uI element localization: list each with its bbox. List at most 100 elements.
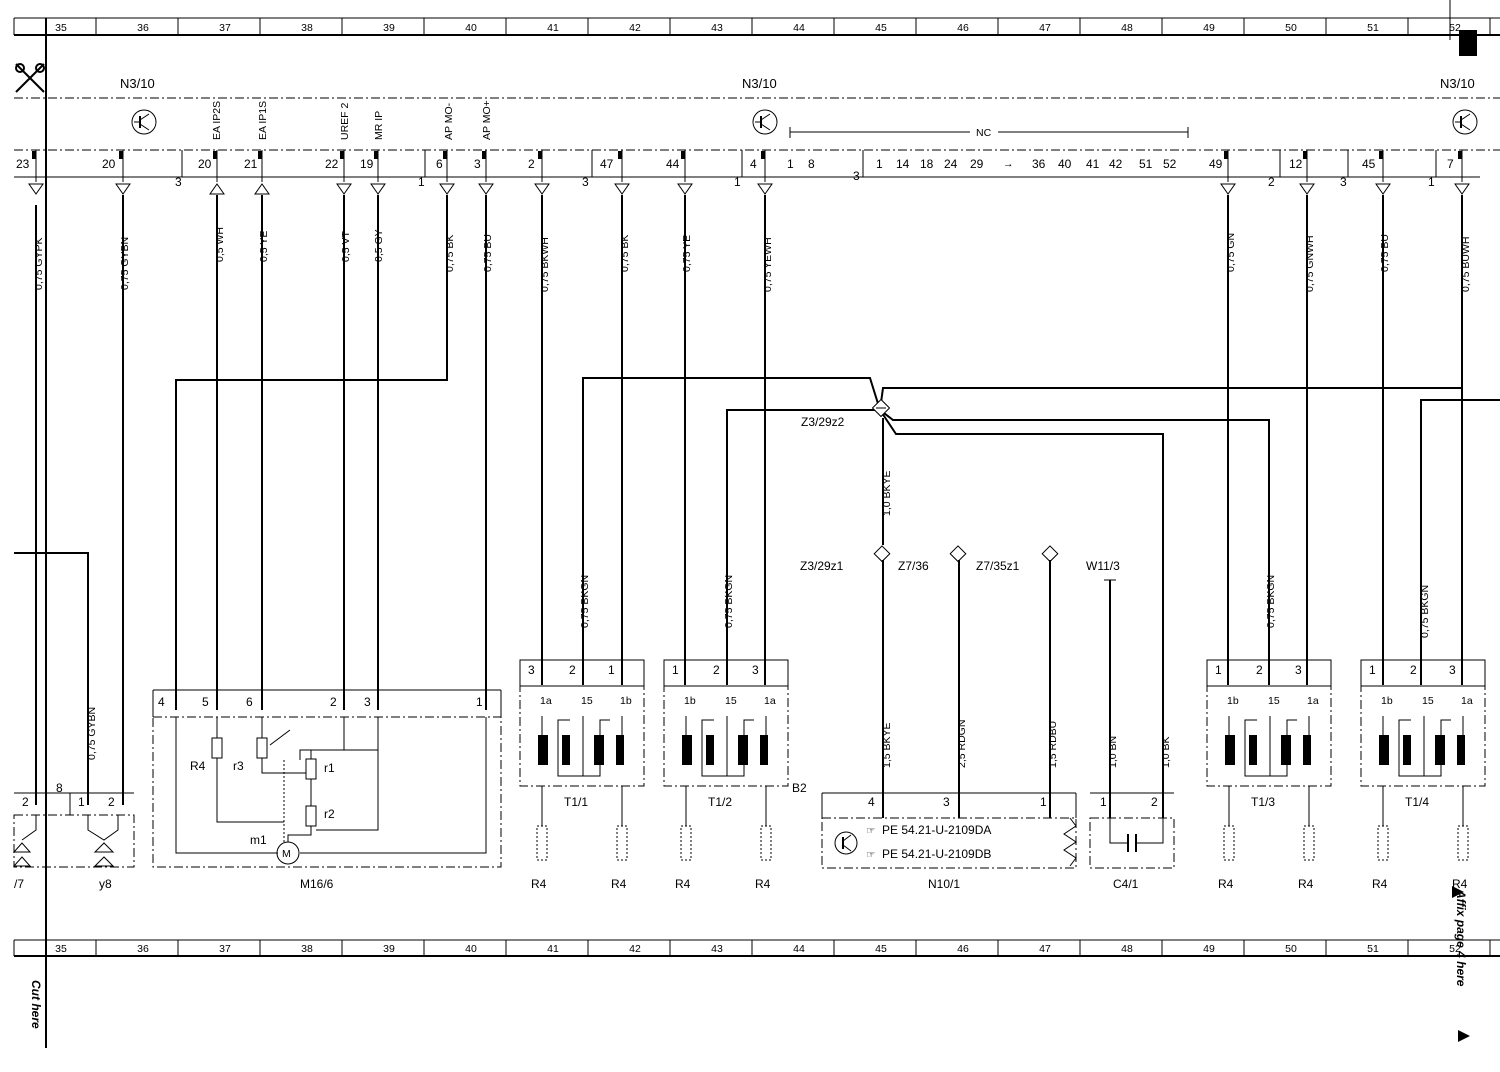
svg-text:15: 15 [1268, 695, 1280, 707]
svg-text:19: 19 [360, 157, 374, 171]
signal-ap-mo-plus: AP MO+ [481, 100, 493, 140]
svg-text:1a: 1a [540, 695, 552, 707]
svg-text:1,0 BN: 1,0 BN [1107, 736, 1119, 768]
svg-text:1: 1 [418, 175, 425, 189]
svg-text:3: 3 [364, 695, 371, 709]
grid-column-number: 47 [1039, 22, 1051, 34]
grid-column-number: 42 [629, 943, 641, 955]
grid-column-number: 38 [301, 22, 313, 34]
svg-text:1: 1 [476, 695, 483, 709]
svg-text:44: 44 [666, 157, 680, 171]
svg-text:6: 6 [436, 157, 443, 171]
grid-column-number: 39 [383, 943, 395, 955]
svg-text:7: 7 [1447, 157, 1454, 171]
page-marker [1459, 30, 1477, 56]
svg-text:T1/3: T1/3 [1251, 795, 1275, 809]
svg-text:2: 2 [1151, 795, 1158, 809]
svg-text:0,75 BKGN: 0,75 BKGN [579, 575, 591, 628]
svg-text:R4: R4 [1452, 877, 1468, 891]
svg-text:T1/2: T1/2 [708, 795, 732, 809]
svg-text:3: 3 [528, 663, 535, 677]
svg-text:45: 45 [1362, 157, 1376, 171]
svg-text:R4: R4 [675, 877, 691, 891]
grid-column-number: 39 [383, 22, 395, 34]
svg-text:3: 3 [1340, 175, 1347, 189]
svg-text:0,75 BU: 0,75 BU [1379, 234, 1391, 272]
svg-text:0,75 GNWH: 0,75 GNWH [1304, 235, 1316, 292]
svg-text:4: 4 [750, 157, 757, 171]
svg-text:1b: 1b [620, 695, 632, 707]
nc-pin: 52 [1163, 157, 1177, 171]
svg-text:0,75 BK: 0,75 BK [619, 235, 631, 272]
grid-column-number: 36 [137, 22, 149, 34]
svg-text:22: 22 [325, 157, 339, 171]
svg-text:1,0 BK: 1,0 BK [1160, 736, 1172, 768]
grid-column-number: 37 [219, 943, 231, 955]
svg-text:0,5 YE: 0,5 YE [258, 231, 270, 262]
nc-pin: 36 [1032, 157, 1046, 171]
w11-3-label: W11/3 [1086, 559, 1120, 573]
svg-text:8: 8 [56, 781, 63, 795]
svg-text:0,75 YE: 0,75 YE [681, 235, 693, 272]
nc-pin: 40 [1058, 157, 1072, 171]
svg-text:1a: 1a [764, 695, 776, 707]
svg-text:→: → [1003, 158, 1014, 170]
svg-text:15: 15 [581, 695, 593, 707]
svg-text:2: 2 [528, 157, 535, 171]
pe-ref-a: PE 54.21-U-2109DA [882, 823, 991, 837]
arrow-icon [1458, 1030, 1470, 1042]
cut-here-text: Cut here [29, 980, 43, 1029]
nc-label: NC [976, 127, 992, 139]
header-pins: 23 20 20 21 22 19 6 3 2 47 44 4 1 8 49 1… [16, 157, 1454, 189]
svg-text:0,75 BKWH: 0,75 BKWH [539, 237, 551, 292]
signal-uref2: UREF 2 [339, 103, 351, 141]
svg-text:T1/1: T1/1 [564, 795, 588, 809]
svg-text:B2: B2 [792, 781, 807, 795]
valve-y8: 2 8 1 2 y8 /7 [12, 195, 135, 891]
svg-text:1: 1 [608, 663, 615, 677]
svg-text:2: 2 [108, 795, 115, 809]
grid-column-number: 43 [711, 22, 723, 34]
nc-pin: 29 [970, 157, 984, 171]
grid-column-number: 46 [957, 22, 969, 34]
svg-text:1a: 1a [1461, 695, 1473, 707]
svg-text:1: 1 [734, 175, 741, 189]
grid-column-number: 48 [1121, 943, 1133, 955]
grid-column-number: 45 [875, 943, 887, 955]
z7-35z1-label: Z7/35z1 [976, 559, 1020, 573]
grid-column-number: 48 [1121, 22, 1133, 34]
svg-text:0,75 BUWH: 0,75 BUWH [1460, 237, 1472, 292]
svg-text:0,75 BU: 0,75 BU [482, 234, 494, 272]
grid-column-number: 44 [793, 22, 805, 34]
svg-text:0,75 GYPK: 0,75 GYPK [33, 237, 45, 290]
grid-column-number: 36 [137, 943, 149, 955]
svg-text:0,75 BKGN: 0,75 BKGN [1265, 575, 1277, 628]
svg-text:2: 2 [1410, 663, 1417, 677]
svg-text:R4: R4 [755, 877, 771, 891]
svg-text:R4: R4 [1298, 877, 1314, 891]
signal-ea-ip2s: EA IP2S [211, 101, 223, 140]
svg-text:2: 2 [22, 795, 29, 809]
svg-text:R4: R4 [1372, 877, 1388, 891]
svg-text:47: 47 [600, 157, 614, 171]
svg-text:☞: ☞ [866, 849, 875, 861]
svg-text:8: 8 [808, 157, 815, 171]
z3-29z1-label: Z3/29z1 [800, 559, 844, 573]
svg-text:1: 1 [1040, 795, 1047, 809]
svg-text:2: 2 [1256, 663, 1263, 677]
svg-text:y8: y8 [99, 877, 112, 891]
svg-text:0,75 GN: 0,75 GN [1225, 233, 1237, 272]
svg-text:12: 12 [1289, 157, 1303, 171]
wire-labels: 0,75 GYPK 0,75 GYBN 0,5 WH 0,5 YE 0,5 VT… [33, 227, 1472, 768]
grid-column-number: 41 [547, 22, 559, 34]
transistor-icon [752, 109, 778, 135]
grid-column-number: 50 [1285, 22, 1297, 34]
grid-column-number: 41 [547, 943, 559, 955]
svg-text:1b: 1b [1381, 695, 1393, 707]
grid-column-number: 52 [1449, 22, 1461, 34]
grid-column-number: 40 [465, 22, 477, 34]
